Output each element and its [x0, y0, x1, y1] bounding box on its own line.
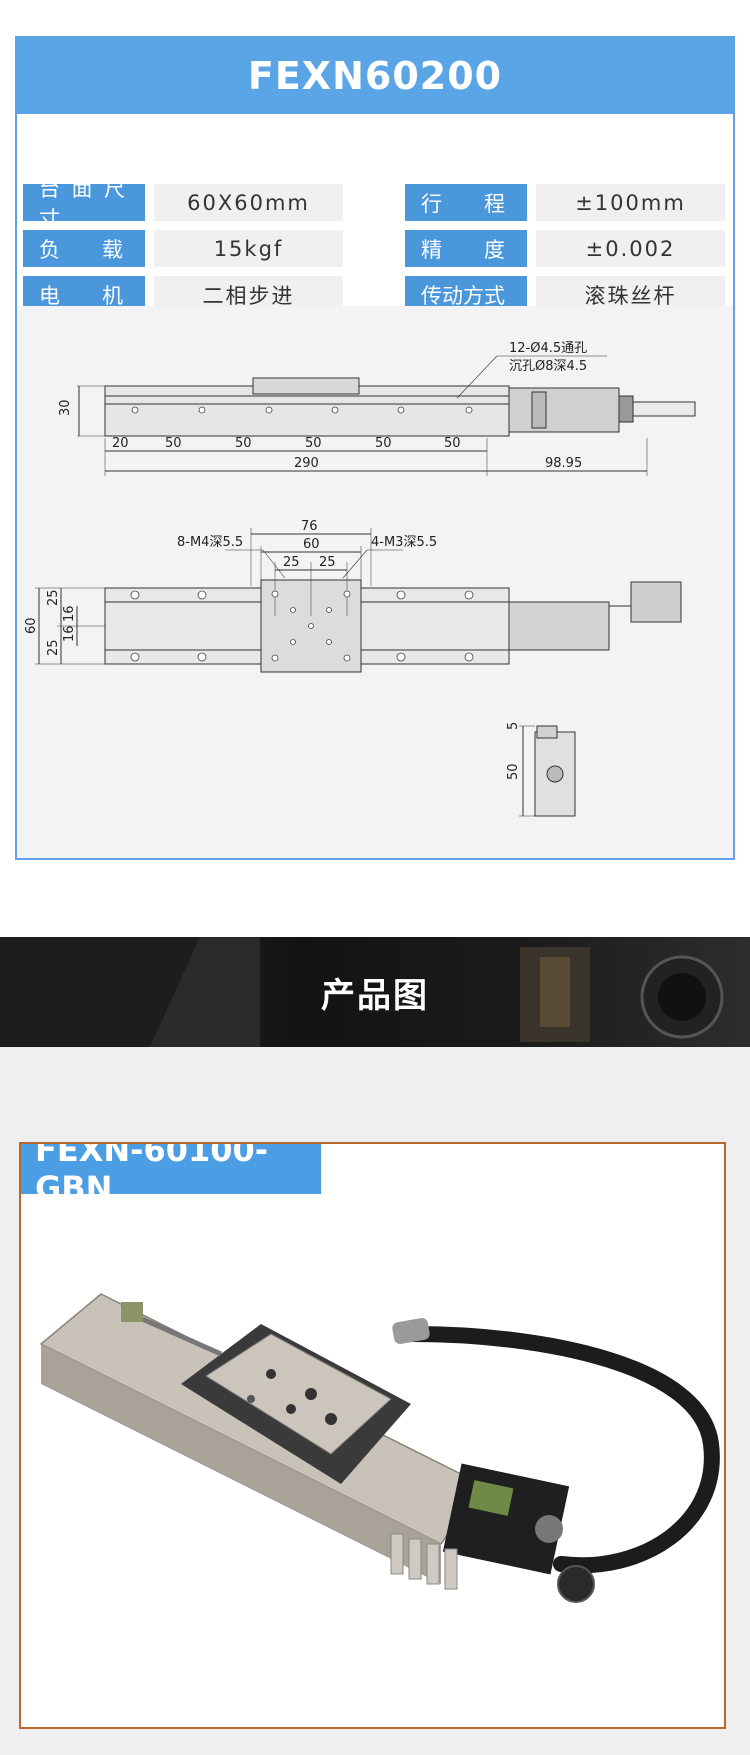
- product-photo-frame: FEXN-60100-GBN: [19, 1142, 726, 1729]
- left-25-label: 25: [46, 639, 61, 656]
- top-half-label: 25: [319, 555, 336, 570]
- motor-length-label: 98.95: [545, 456, 582, 471]
- end-50-label: 50: [506, 763, 521, 780]
- spec-label: 行 程: [405, 184, 527, 221]
- spec-value: 60X60mm: [154, 184, 343, 221]
- spec-label: 台面尺寸: [23, 177, 145, 231]
- side-spacing-label: 20: [112, 436, 129, 451]
- spec-title: FEXN60200: [17, 38, 733, 114]
- spec-table: 台面尺寸 60X60mm 行 程 ±100mm 负 载 15kgf 精 度 ±0…: [17, 114, 733, 313]
- side-view-holes: [131, 406, 473, 414]
- side-height-label: 30: [58, 399, 73, 416]
- top-view-holes: [130, 590, 474, 662]
- top-width-label: 76: [301, 519, 318, 534]
- top-half-label: 25: [283, 555, 300, 570]
- side-spacing-label: 50: [165, 436, 182, 451]
- left-60-label: 60: [24, 617, 39, 634]
- end-5-label: 5: [506, 722, 521, 730]
- length-total-label: 290: [294, 456, 319, 471]
- spec-value: 15kgf: [154, 230, 343, 267]
- left-16-label: 16: [62, 605, 77, 622]
- spec-panel: FEXN60200 台面尺寸 60X60mm 行 程 ±100mm 负 载 15…: [15, 36, 735, 860]
- top-inner-label: 60: [303, 537, 320, 552]
- spec-label: 负 载: [23, 230, 145, 267]
- side-spacing-label: 50: [305, 436, 322, 451]
- m3-note: 4-M3深5.5: [371, 535, 437, 550]
- left-16-label: 16: [62, 625, 77, 642]
- spec-value: ±0.002: [536, 230, 725, 267]
- spec-value: ±100mm: [536, 184, 725, 221]
- product-photo: [39, 1293, 720, 1603]
- drawing-svg: 12-Ø4.5通孔 沉孔Ø8深4.5 30 20 50 50 50 50 50 …: [24, 341, 696, 817]
- product-banner: 产品图: [0, 937, 750, 1047]
- banner-background-graphic: [0, 937, 724, 1047]
- technical-drawing: 12-Ø4.5通孔 沉孔Ø8深4.5 30 20 50 50 50 50 50 …: [17, 306, 733, 858]
- product-banner-title: 产品图: [321, 975, 429, 1016]
- side-spacing-label: 50: [235, 436, 252, 451]
- m4-note: 8-M4深5.5: [177, 535, 243, 550]
- side-spacing-label: 50: [444, 436, 461, 451]
- left-25-label: 25: [46, 589, 61, 606]
- hole-note-2: 沉孔Ø8深4.5: [509, 359, 587, 374]
- side-spacing-label: 50: [375, 436, 392, 451]
- spec-label: 精 度: [405, 230, 527, 267]
- hole-note-1: 12-Ø4.5通孔: [509, 341, 587, 356]
